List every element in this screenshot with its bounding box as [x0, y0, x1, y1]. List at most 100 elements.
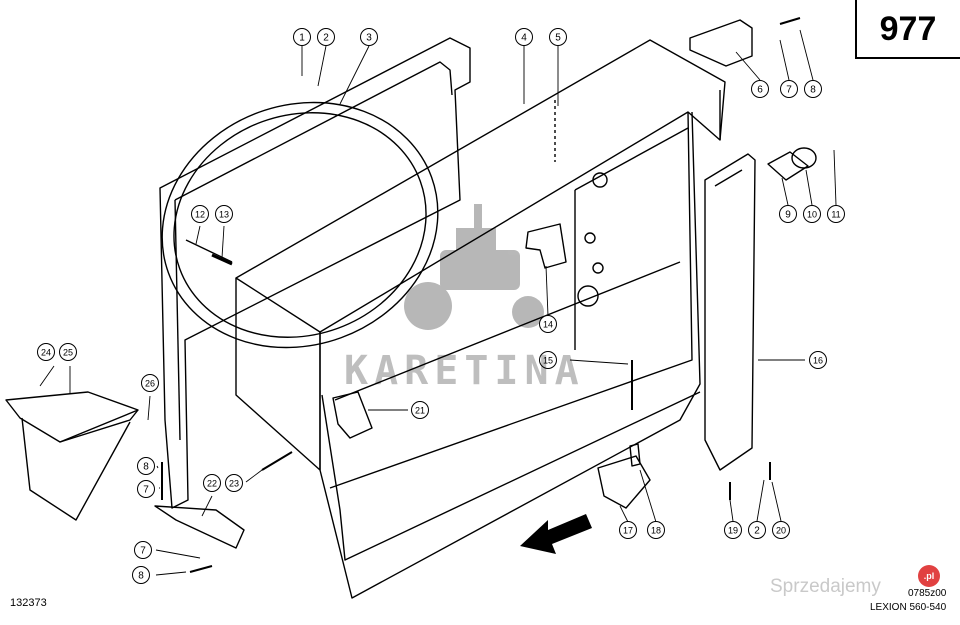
callout-circle — [293, 28, 311, 46]
callout-10: 10 — [803, 205, 821, 223]
callout-label: 2 — [323, 33, 329, 44]
hook-bracket — [332, 391, 373, 439]
pin-12 — [185, 239, 233, 263]
callout-label: 6 — [757, 85, 763, 96]
callout-label: 24 — [41, 348, 51, 358]
cover-plate — [767, 151, 809, 181]
callout-label: 9 — [785, 210, 791, 221]
callout-20: 20 — [772, 521, 790, 539]
callout-circle — [803, 205, 821, 223]
callout-circle — [647, 521, 665, 539]
callout-circle — [809, 351, 827, 369]
callout-label: 7 — [143, 485, 149, 496]
callout-circle — [360, 28, 378, 46]
callout-circle — [225, 474, 243, 492]
callout-label: 14 — [543, 320, 553, 330]
callout-label: 23 — [229, 479, 239, 489]
callout-label: 7 — [786, 85, 792, 96]
callout-label: 15 — [543, 356, 553, 366]
page-number-frame — [855, 0, 960, 59]
fan-shroud-frame — [159, 37, 471, 509]
callout-13: 13 — [215, 205, 233, 223]
callout-circle — [411, 401, 429, 419]
callout-26: 26 — [141, 374, 159, 392]
callout-circle — [779, 205, 797, 223]
main-housing — [235, 39, 726, 599]
callout-25: 25 — [59, 343, 77, 361]
callout-label: 7 — [140, 546, 146, 557]
spacer-sleeve — [629, 443, 641, 467]
callout-circle — [191, 205, 209, 223]
callout-8: 8 — [804, 80, 822, 98]
callout-circle — [37, 343, 55, 361]
callout-19: 19 — [724, 521, 742, 539]
callout-circle — [748, 521, 766, 539]
callout-label: 22 — [207, 479, 217, 489]
callout-circle — [132, 566, 150, 584]
callout-18: 18 — [647, 521, 665, 539]
callout-label: 1 — [299, 33, 305, 44]
callout-circle — [549, 28, 567, 46]
callout-6: 6 — [751, 80, 769, 98]
callout-circle — [317, 28, 335, 46]
callout-21: 21 — [411, 401, 429, 419]
gasket — [791, 147, 817, 169]
direction-arrow — [520, 514, 592, 554]
callout-8: 8 — [137, 457, 155, 475]
callout-circle — [203, 474, 221, 492]
callout-15: 15 — [539, 351, 557, 369]
callout-8: 8 — [132, 566, 150, 584]
callout-label: 10 — [807, 210, 817, 220]
callout-22: 22 — [203, 474, 221, 492]
top-bracket — [689, 19, 753, 67]
side-panel-edge — [714, 169, 743, 187]
brand-watermark: Sprzedajemy — [770, 576, 881, 597]
callout-2: 2 — [748, 521, 766, 539]
callout-circle — [539, 315, 557, 333]
callout-3: 3 — [360, 28, 378, 46]
callout-16: 16 — [809, 351, 827, 369]
callout-label: 8 — [138, 571, 144, 582]
model-label: LEXION 560-540 — [870, 602, 947, 613]
callout-label: 3 — [366, 33, 372, 44]
mounting-bracket — [525, 223, 567, 269]
callout-circle — [215, 205, 233, 223]
callout-11: 11 — [827, 205, 845, 223]
callout-label: 18 — [651, 526, 661, 536]
callout-9: 9 — [779, 205, 797, 223]
callout-label: 25 — [63, 348, 73, 358]
callout-label: 12 — [195, 210, 205, 220]
callout-circle — [772, 521, 790, 539]
callout-17: 17 — [619, 521, 637, 539]
callout-label: 8 — [143, 462, 149, 473]
callout-label: 11 — [831, 210, 840, 220]
callout-label: 17 — [623, 526, 633, 536]
callout-14: 14 — [539, 315, 557, 333]
lower-bracket — [154, 505, 245, 549]
side-panel — [704, 153, 756, 471]
deflector-plate — [5, 391, 139, 443]
callout-label: 20 — [776, 526, 786, 536]
callout-label: 5 — [555, 33, 561, 44]
callout-label: 8 — [810, 85, 816, 96]
callout-label: 26 — [145, 379, 155, 389]
callout-label: 2 — [754, 526, 760, 537]
callout-circle — [59, 343, 77, 361]
support-bracket — [597, 455, 651, 509]
callout-circle — [137, 480, 155, 498]
callout-5: 5 — [549, 28, 567, 46]
callout-23: 23 — [225, 474, 243, 492]
callout-circle — [137, 457, 155, 475]
callout-circle — [619, 521, 637, 539]
callout-circle — [141, 374, 159, 392]
callout-label: 21 — [415, 406, 425, 416]
callout-4: 4 — [515, 28, 533, 46]
drawing-code: 0785z00 — [908, 588, 947, 599]
callout-2: 2 — [317, 28, 335, 46]
brand-badge: .pl — [918, 565, 940, 587]
callout-circle — [539, 351, 557, 369]
page-number: 977 — [879, 9, 937, 48]
callout-24: 24 — [37, 343, 55, 361]
